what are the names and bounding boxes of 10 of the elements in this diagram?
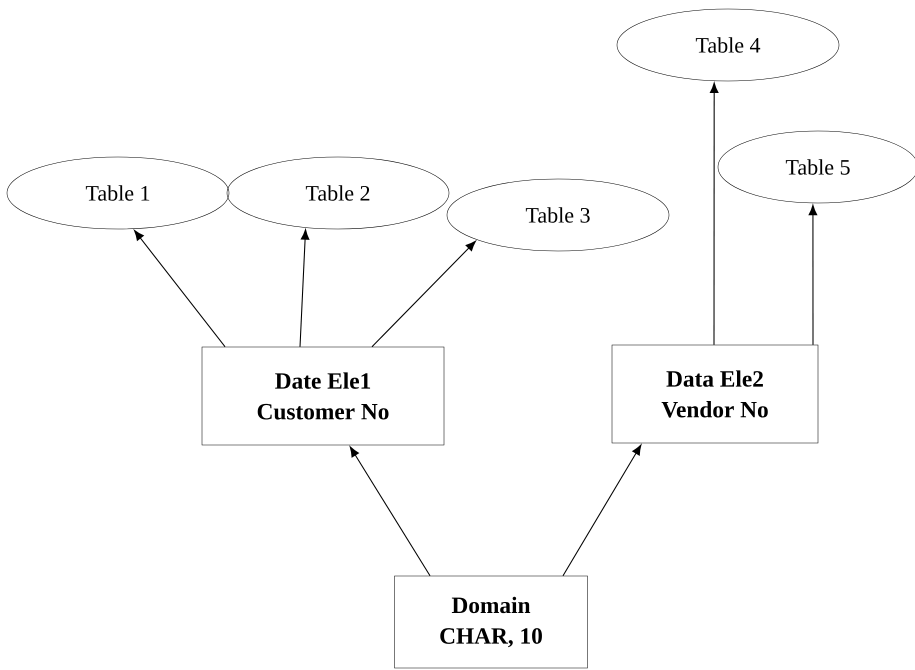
data-element-box: Data Ele2 Vendor No [612, 344, 818, 444]
arrow [350, 446, 430, 576]
arrow [134, 230, 226, 348]
arrow [710, 82, 718, 345]
data-element-box: Domain CHAR, 10 [394, 576, 588, 668]
arrow [562, 444, 642, 576]
arrow [372, 240, 476, 348]
arrow [299, 229, 310, 347]
data-element-box: Date Ele1 Customer No [202, 346, 444, 446]
arrow [808, 204, 818, 345]
